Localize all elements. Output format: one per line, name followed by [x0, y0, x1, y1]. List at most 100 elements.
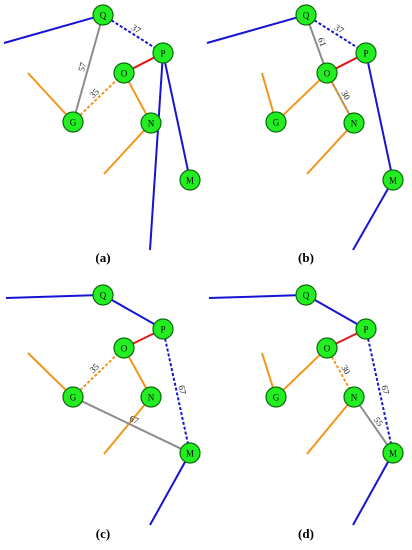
- panel-b-stub-line: [352, 188, 389, 251]
- panel-a-node-P-label: P: [160, 49, 165, 59]
- panel-a-node-M-circle: [179, 169, 201, 191]
- panel-a-node-G-circle: [62, 111, 84, 133]
- panel-b-edge-P-M: [367, 62, 392, 171]
- panel-a-stub-line: [27, 72, 67, 116]
- panel-b-edge-Q-P: [313, 19, 359, 49]
- panel-d-node-Q-label: Q: [303, 291, 310, 301]
- panel-d-edge-N-M: [358, 404, 389, 446]
- panel-a-edge-Q-G: [74, 24, 102, 113]
- panel-c-node-O: O: [113, 337, 135, 359]
- panel-c-edge-O-P: [132, 332, 155, 345]
- panel-c-node-O-label: O: [121, 344, 128, 354]
- panel-d-node-G-label: G: [273, 393, 280, 403]
- panel-a-node-M: M: [179, 169, 201, 191]
- panel-c-node-N-label: N: [148, 393, 155, 403]
- panel-c-node-M-label: M: [186, 449, 194, 459]
- panel-a-node-O-label: O: [121, 69, 128, 79]
- panel-b-node-M-circle: [382, 169, 404, 191]
- panel-c-caption: (c): [96, 526, 110, 541]
- panel-a-node-N-label: N: [148, 119, 155, 129]
- panel-d-node-N-circle: [343, 386, 365, 408]
- panel-a-edge-O-P: [132, 56, 155, 70]
- panel-c-edge-G-M: [81, 400, 182, 450]
- panel-a-edge-O-N: [127, 81, 148, 115]
- panel-c-node-O-circle: [113, 337, 135, 359]
- panel-a-node-Q-label: Q: [100, 11, 107, 21]
- panel-d-nodes: Q P O G N M: [265, 284, 404, 464]
- panel-c-node-N-circle: [140, 386, 162, 408]
- panel-b-node-Q-label: Q: [303, 11, 310, 21]
- panel-b-node-P: P: [355, 42, 377, 64]
- panel-a-node-N: N: [140, 112, 162, 134]
- panel-a-stub-line: [149, 62, 164, 251]
- panel-a-edge-Q-P: [110, 19, 156, 49]
- panel-b-stub-line: [206, 16, 297, 44]
- panel-d-node-Q: Q: [295, 284, 317, 306]
- panel-c-node-Q: Q: [92, 284, 114, 306]
- panel-d-node-P-circle: [355, 318, 377, 340]
- panel-a-stub-line: [3, 16, 94, 44]
- panel-d-node-G: G: [265, 386, 287, 408]
- panel-b-edge-label-Q-P: 37: [333, 22, 346, 36]
- panel-b-node-N-circle: [343, 112, 365, 134]
- panel-b-edge-Q-O: [308, 24, 325, 64]
- panel-b-edge-O-P: [335, 56, 358, 70]
- panel-c-node-P-label: P: [160, 325, 165, 335]
- panel-a-node-O-circle: [113, 62, 135, 84]
- panel-a-caption: (a): [95, 250, 110, 265]
- panel-a-edge-label-Q-P: 37: [130, 22, 143, 36]
- panel-c-node-P-circle: [152, 318, 174, 340]
- panel-a-node-G: G: [62, 111, 84, 133]
- panel-c-node-Q-circle: [92, 284, 114, 306]
- panel-a-edge-label-Q-G: 57: [76, 61, 88, 73]
- panel-d-node-O-circle: [316, 337, 338, 359]
- panel-c-node-M: M: [179, 442, 201, 464]
- panel-b-node-P-label: P: [363, 49, 368, 59]
- panel-d-node-G-circle: [265, 386, 287, 408]
- panel-d-edge-label-P-M: 67: [380, 384, 392, 395]
- panel-d-node-O: O: [316, 337, 338, 359]
- panel-c-edge-O-N: [127, 356, 148, 389]
- panel-c-stub-line: [5, 294, 94, 299]
- panel-d-node-P-label: P: [363, 325, 368, 335]
- panel-d-stub-line: [208, 294, 297, 299]
- panel-a-nodes: Q P O G N M: [62, 4, 201, 191]
- panel-b-node-P-circle: [355, 42, 377, 64]
- panel-a-stub-line: [103, 129, 145, 175]
- panel-b-node-Q: Q: [295, 4, 317, 26]
- panel-c-node-Q-label: Q: [100, 291, 107, 301]
- panel-a-edge-G-O: [79, 79, 118, 116]
- panel-b-caption: (b): [298, 250, 314, 265]
- panel-c-stub-lines: [5, 294, 187, 526]
- panel-b-stub-lines: [206, 16, 389, 251]
- panel-a-node-O: O: [113, 62, 135, 84]
- panel-d-edge-label-O-N: 30: [339, 363, 352, 376]
- panel-d-node-M-label: M: [389, 449, 397, 459]
- panel-d-node-N: N: [343, 386, 365, 408]
- panel-d-caption: (d): [298, 526, 314, 541]
- panel-d-node-M-circle: [382, 442, 404, 464]
- panel-c-node-N: N: [140, 386, 162, 408]
- panel-c-node-P: P: [152, 318, 174, 340]
- panel-b-node-N-label: N: [351, 119, 358, 129]
- panel-a-node-N-circle: [140, 112, 162, 134]
- panel-b-node-O: O: [316, 62, 338, 84]
- panel-b-stub-line: [261, 72, 275, 113]
- panel-a-node-M-label: M: [186, 176, 194, 186]
- panel-d-stub-line: [306, 404, 349, 455]
- panel-c-stub-line: [103, 404, 146, 455]
- panel-c-edge-G-O: [79, 354, 118, 391]
- panel-b-node-M-label: M: [389, 176, 397, 186]
- panel-d-node-O-label: O: [324, 344, 331, 354]
- panel-b-edge-O-G: [282, 79, 321, 116]
- panel-b-edge-O-N: [330, 81, 351, 115]
- panel-b-node-O-circle: [316, 62, 338, 84]
